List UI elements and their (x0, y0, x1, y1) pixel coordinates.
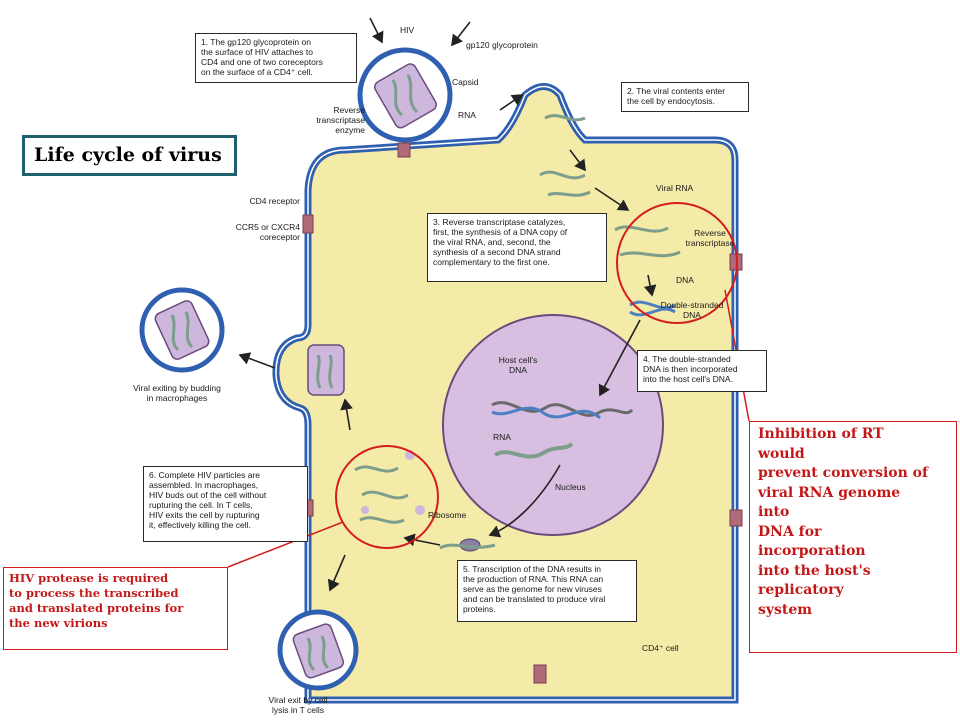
virion-lysis-exit (277, 609, 359, 691)
step-3-box: 3. Reverse transcriptase catalyzes, firs… (427, 213, 607, 282)
coreceptor-label: CCR5 or CXCR4 coreceptor (235, 222, 300, 242)
cd4-receptor-label: CD4 receptor (249, 196, 300, 206)
virion-budding-exit (139, 287, 225, 373)
protease-annotation: HIV protease is required to process the … (3, 567, 228, 650)
capsid-label: Capsid (452, 77, 479, 87)
protease-connector-line (227, 521, 344, 568)
cd4-cell-label: CD4⁺ cell (642, 643, 679, 653)
double-stranded-dna-label: Double-stranded DNA (660, 300, 724, 320)
nucleus-rna-label: RNA (493, 432, 511, 442)
page-title: Life cycle of virus (22, 135, 237, 176)
reverse-transcriptase-label: Reverse transcriptase (685, 228, 735, 248)
assembly-region (354, 450, 496, 552)
step-2-box: 2. The viral contents enter the cell by … (621, 82, 749, 112)
viral-rna-label: Viral RNA (656, 183, 694, 193)
cell-membrane-inner (275, 85, 736, 701)
endocytosis-contents (539, 114, 681, 317)
lysis-caption: Viral exit by cell lysis in T cells (268, 695, 328, 715)
assembly-highlight-circle (335, 445, 439, 549)
flow-arrows (238, 17, 657, 592)
reverse-transcriptase-enzyme-label: Reverse transcriptase enzyme (316, 105, 365, 135)
rt-inhibition-annotation: Inhibition of RT would prevent conversio… (749, 421, 957, 653)
hiv-label: HIV (400, 25, 415, 35)
virion-entering (357, 47, 453, 143)
nucleus (442, 314, 664, 536)
budding-caption: Viral exiting by budding in macrophages (133, 383, 221, 403)
host-cell-dna-label: Host cell's DNA (498, 355, 538, 375)
budding-capsid (307, 344, 345, 396)
step-6-box: 6. Complete HIV particles are assembled.… (143, 466, 308, 542)
dna-label: DNA (676, 275, 694, 285)
rna-label: RNA (458, 110, 476, 120)
step-5-box: 5. Transcription of the DNA results in t… (457, 560, 637, 622)
gp120-label: gp120 glycoprotein (466, 40, 538, 50)
rt-highlight-circle (616, 202, 738, 324)
step-1-box: 1. The gp120 glycoprotein on the surface… (195, 33, 357, 83)
ribosome-label: Ribosome (428, 510, 467, 520)
nucleus-label: Nucleus (555, 482, 586, 492)
step-4-box: 4. The double-stranded DNA is then incor… (637, 350, 767, 392)
